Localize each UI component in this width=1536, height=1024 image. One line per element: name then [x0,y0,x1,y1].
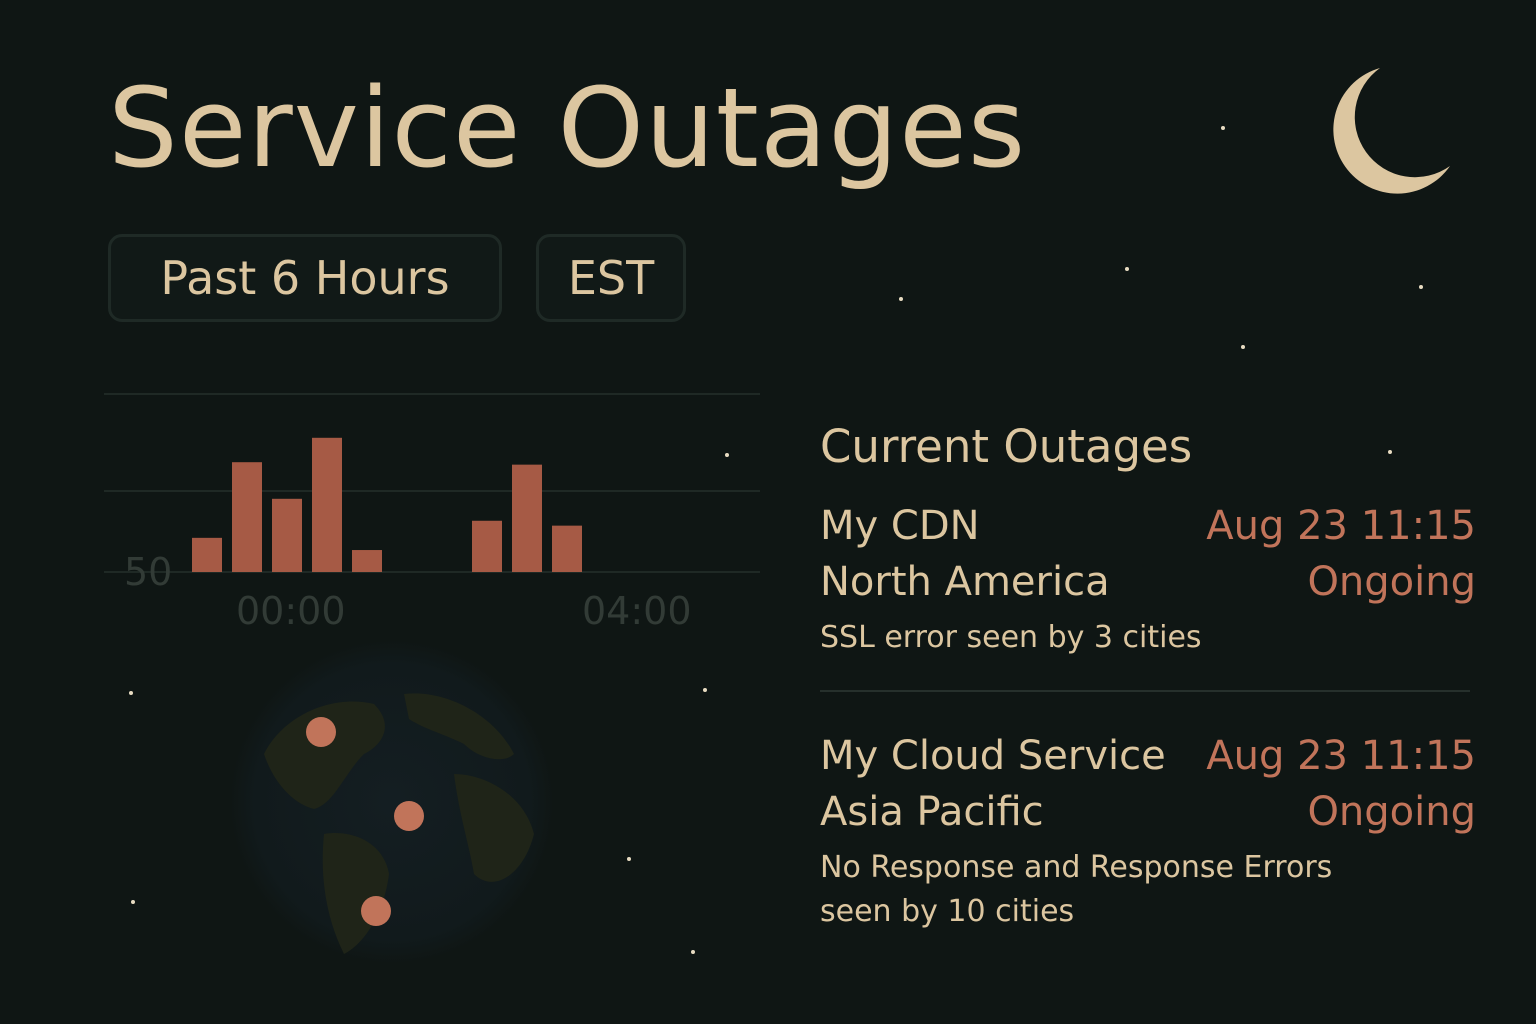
star [1388,450,1392,454]
star [1125,267,1129,271]
crescent-moon-icon[interactable] [1320,62,1460,202]
current-outages-panel: Current Outages My CDN Aug 23 11:15 Nort… [820,420,1480,934]
page-title: Service Outages [108,64,1027,192]
outage-region: North America [820,559,1110,605]
outage-time: Aug 23 11:15 [1206,733,1476,779]
globe-icon [230,640,554,964]
current-outages-heading: Current Outages [820,420,1193,473]
outage-bar-chart: 50 00:00 04:00 [104,380,764,640]
chart-bar [272,498,302,572]
chart-bar [232,462,262,572]
outage-marker [306,717,336,747]
outage-detail: SSL error seen by 3 cities [820,620,1202,655]
outage-item[interactable]: My Cloud Service Aug 23 11:15 Asia Pacif… [820,728,1476,934]
star [1241,345,1245,349]
outage-marker [361,896,391,926]
timezone-button[interactable]: EST [536,234,686,322]
star [1419,285,1423,289]
star [899,297,903,301]
outage-detail: No Response and Response Errors seen by … [820,850,1333,929]
outage-service-name: My Cloud Service [820,733,1166,779]
chart-y-tick-label: 50 [124,550,172,594]
star [691,950,695,954]
outage-status: Ongoing [1307,789,1476,835]
outage-time: Aug 23 11:15 [1206,503,1476,549]
chart-svg: 50 00:00 04:00 [104,393,760,633]
outage-item[interactable]: My CDN Aug 23 11:15 North America Ongoin… [820,498,1476,660]
star [131,900,135,904]
star [129,691,133,695]
chart-bar [312,437,342,572]
divider [820,690,1470,692]
chart-bar [512,464,542,572]
outage-region: Asia Pacific [820,789,1044,835]
star [725,453,729,457]
outage-service-name: My CDN [820,503,980,549]
chart-x-tick-label: 04:00 [582,589,692,633]
chart-bar [552,525,582,572]
chart-bar [472,520,502,572]
star [1221,126,1225,130]
chart-x-tick-label: 00:00 [236,589,346,633]
chart-bar [192,537,222,572]
chart-bar [352,550,382,572]
time-range-button[interactable]: Past 6 Hours [108,234,502,322]
star [627,857,631,861]
outage-status: Ongoing [1307,559,1476,605]
outage-marker [394,801,424,831]
filter-bar: Past 6 Hours EST [108,234,686,322]
star [703,688,707,692]
